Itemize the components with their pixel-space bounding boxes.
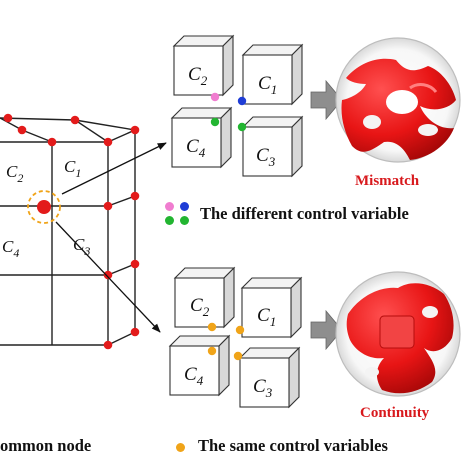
- cube-c4-top: [170, 106, 233, 169]
- cube-label-c1-top: C1: [258, 73, 277, 97]
- cube-label-c4-top: C4: [186, 136, 206, 160]
- cube-c1-bottom: [240, 276, 303, 339]
- cube-label-c4-bottom: C4: [184, 364, 204, 388]
- pointer-arrow-bottom: [55, 221, 161, 333]
- mismatch-render: [335, 37, 461, 163]
- common-node: [37, 200, 51, 214]
- grid-label-c2: C2: [6, 162, 23, 185]
- grid-node: [130, 327, 140, 337]
- grid-node: [130, 125, 140, 135]
- legend-dot-orange: [176, 443, 185, 452]
- lattice-grid: [0, 117, 136, 346]
- grid-label-c1: C1: [64, 157, 81, 180]
- cube-c3-bottom: [238, 346, 301, 409]
- grid-node: [3, 113, 13, 123]
- legend-same-text: The same control variables: [198, 436, 388, 455]
- common-node-highlight-ring: [27, 190, 61, 224]
- control-dot-orange: [207, 346, 217, 356]
- cube-label-c3-bottom: C3: [253, 376, 273, 400]
- grid-node: [17, 125, 27, 135]
- cube-c2-bottom: [173, 266, 236, 329]
- grid-node: [103, 270, 113, 280]
- grid-node: [130, 259, 140, 269]
- cube-label-c2-bottom: C2: [190, 295, 210, 319]
- control-dot-orange: [233, 351, 243, 361]
- grid-node: [103, 201, 113, 211]
- legend-common-node-text: ommon node: [0, 436, 92, 455]
- control-dot-pink: [210, 92, 220, 102]
- cube-c1-top: [241, 43, 304, 106]
- cube-label-c1-bottom: C1: [257, 305, 276, 329]
- legend-dot-pink: [165, 202, 174, 211]
- legend-different-text: The different control variable: [200, 204, 409, 223]
- grid-node: [103, 137, 113, 147]
- control-dot-green: [210, 117, 220, 127]
- control-dot-orange: [207, 322, 217, 332]
- continuity-label: Continuity: [360, 405, 430, 421]
- control-dot-blue: [237, 96, 247, 106]
- grid-node: [130, 191, 140, 201]
- grid-label-c3: C3: [73, 235, 90, 258]
- legend-different-dots: [162, 202, 198, 230]
- continuity-render: [335, 271, 461, 397]
- grid-node: [47, 137, 57, 147]
- grid-node: [103, 340, 113, 350]
- mismatch-label: Mismatch: [355, 173, 420, 189]
- legend-dot-green: [165, 216, 174, 225]
- control-dot-green: [237, 122, 247, 132]
- cube-c3-top: [241, 115, 304, 178]
- cube-label-c2-top: C2: [188, 64, 208, 88]
- legend-dot-green: [180, 216, 189, 225]
- grid-nodes: [3, 113, 140, 350]
- cube-c2-top: [172, 34, 235, 97]
- legend-dot-blue: [180, 202, 189, 211]
- gray-arrow-bottom: [310, 309, 343, 351]
- grid-node: [70, 115, 80, 125]
- cube-label-c3-top: C3: [256, 145, 276, 169]
- control-dot-orange: [235, 325, 245, 335]
- pointer-arrow-top: [61, 142, 167, 195]
- gray-arrow-top: [310, 79, 343, 121]
- grid-label-c4: C4: [2, 237, 19, 260]
- top-cube-cluster: C2 C1 C4 C3: [170, 34, 304, 178]
- bottom-cube-cluster: C2 C1 C4 C3: [168, 266, 303, 409]
